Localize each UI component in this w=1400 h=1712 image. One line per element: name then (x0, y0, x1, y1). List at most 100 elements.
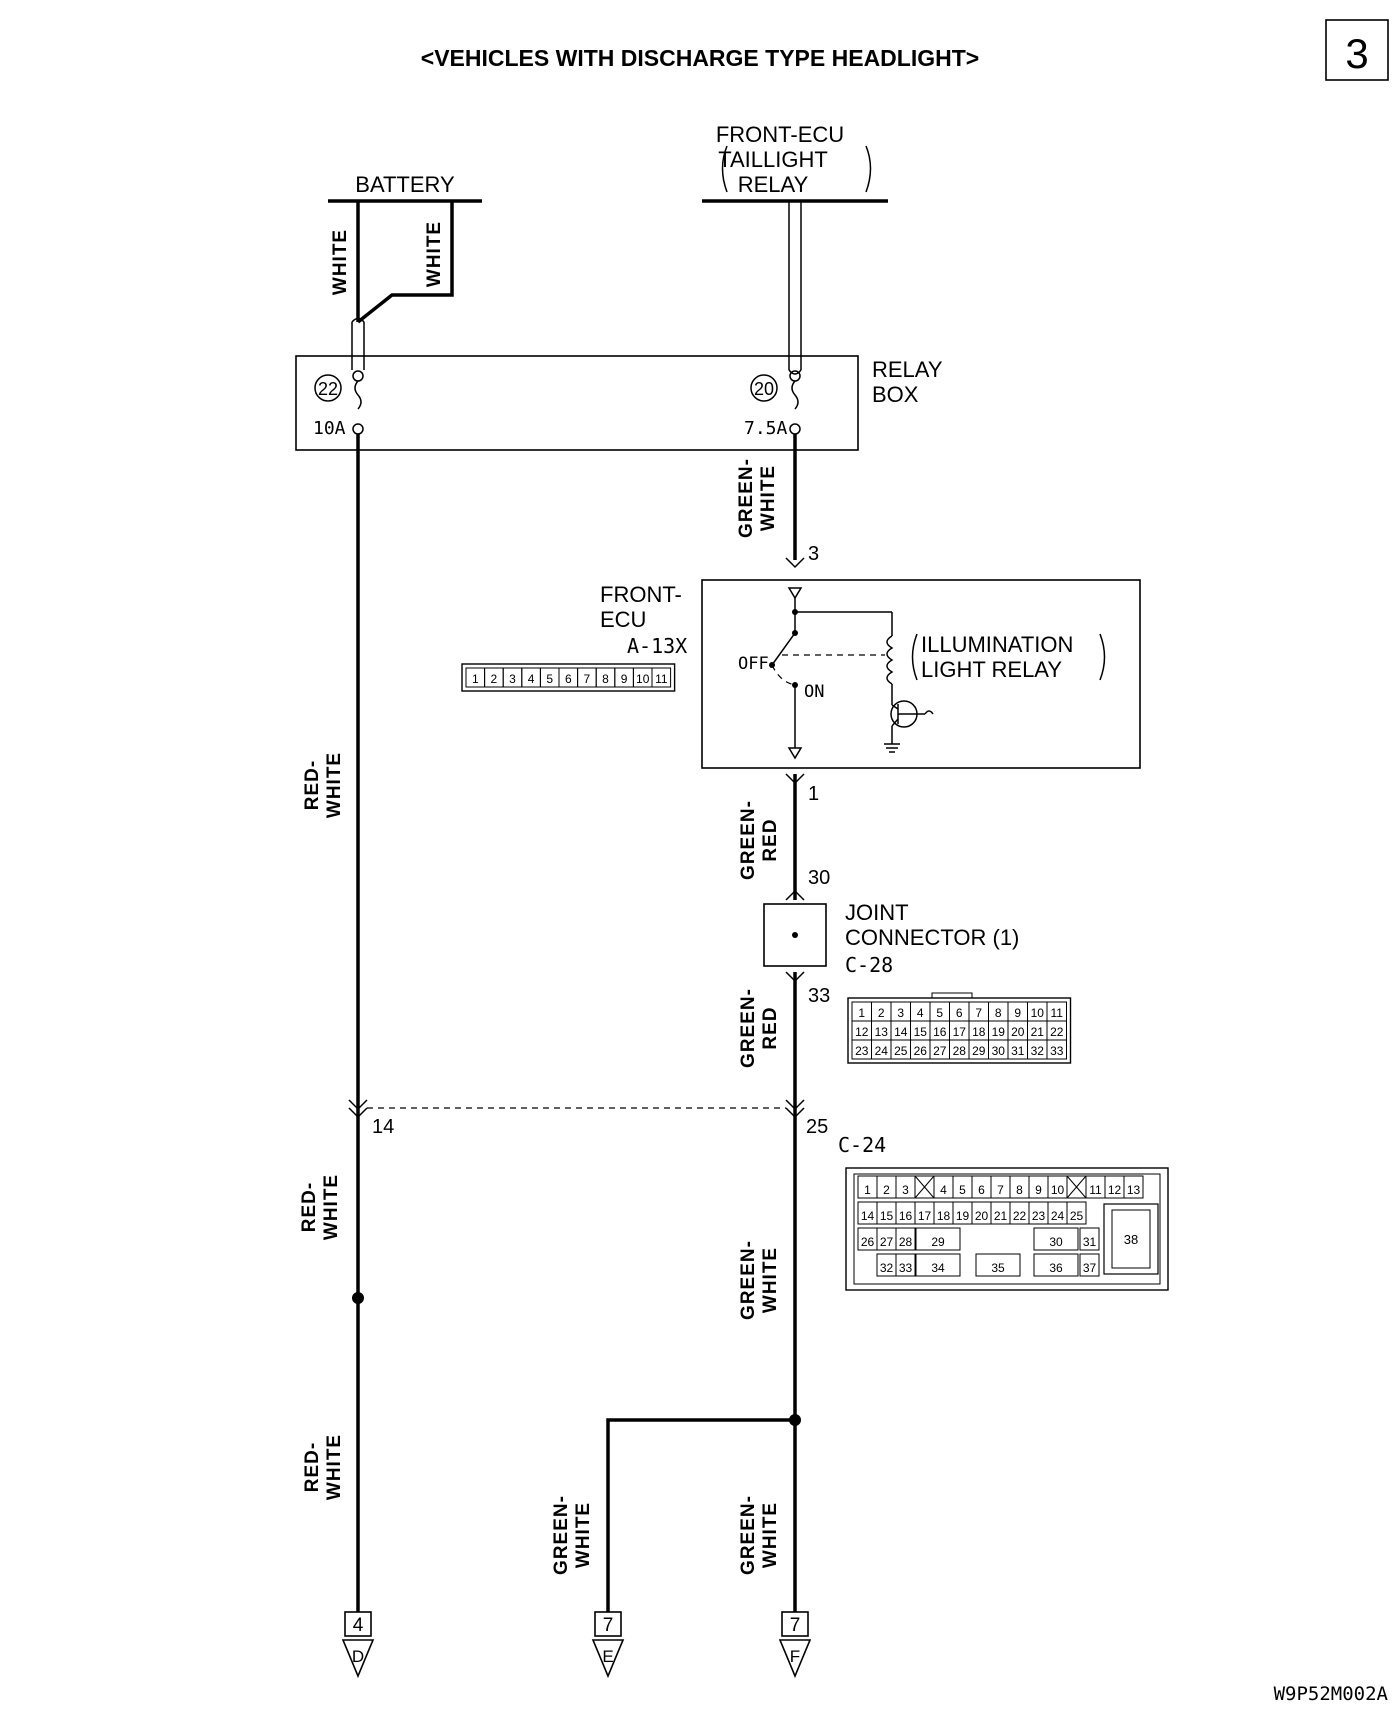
c24-pin-25: 25 (1070, 1209, 1084, 1223)
wire-color-red-white-1b: WHITE (324, 752, 345, 818)
c28-pin-24: 24 (875, 1044, 889, 1058)
green-white-branch-wire (606, 1418, 795, 1612)
c28-pin-5: 5 (936, 1006, 943, 1020)
ecu-input-arrow (787, 587, 803, 600)
fuse-20-number-circle (750, 374, 778, 402)
splice-red-white (352, 1292, 364, 1304)
c24-pin-33-cell (895, 1253, 916, 1277)
front-ecu-connector-label: A-13X (627, 634, 687, 658)
fuse-22-symbol (354, 380, 362, 410)
c24-pin-15: 15 (880, 1209, 894, 1223)
c24-pin-30: 30 (1049, 1235, 1063, 1249)
ecu-output-arrow (787, 747, 803, 760)
c24-pin-14: 14 (372, 1116, 394, 1138)
wire-color-green-white-4a: GREEN- (738, 1495, 759, 1575)
wire-color-white-b: WHITE (424, 221, 445, 287)
joint-pin-33: 33 (808, 985, 830, 1007)
page-number: 3 (1345, 30, 1368, 77)
c28-pin-30: 30 (992, 1044, 1006, 1058)
wire-color-green-white-3b: WHITE (573, 1502, 594, 1568)
front-ecu-box (701, 579, 1141, 769)
wire-color-green-red-2b: RED (760, 1006, 781, 1049)
terminal-f-letter: F (790, 1647, 800, 1666)
c24-pin-8: 8 (1016, 1183, 1023, 1197)
c28-pin-23: 23 (855, 1044, 869, 1058)
joint-pin-30: 30 (808, 867, 830, 889)
c28-pin-27: 27 (933, 1044, 947, 1058)
c28-pin-21: 21 (1031, 1025, 1045, 1039)
terminal-e-number: 7 (603, 1615, 614, 1636)
c24-pin-19: 19 (956, 1209, 970, 1223)
c24-pin-1: 1 (864, 1183, 871, 1197)
a13x-pin-3: 3 (509, 672, 516, 686)
terminal-d-letter: D (352, 1647, 364, 1666)
battery-label: BATTERY (355, 172, 455, 197)
c28-pin-20: 20 (1011, 1025, 1025, 1039)
footer-code: W9P52M002A (1274, 1683, 1389, 1705)
c24-pin-29: 29 (931, 1235, 945, 1249)
c28-pin-14: 14 (894, 1025, 908, 1039)
c24-pin-4: 4 (940, 1183, 947, 1197)
wire-color-green-white-2b: WHITE (760, 1247, 781, 1313)
wire-color-red-white-1a: RED- (302, 760, 323, 810)
c28-pin-18: 18 (972, 1025, 986, 1039)
front-ecu-label-2: ECU (600, 607, 646, 632)
terminal-f: 7 F (778, 1611, 812, 1679)
c24-pin-31-cell (1079, 1227, 1100, 1251)
c24-pin-33: 33 (899, 1261, 913, 1275)
c24-pin-5: 5 (959, 1183, 966, 1197)
wire-color-green-white-2a: GREEN- (738, 1240, 759, 1320)
joint-connector-label-2: CONNECTOR (1) (845, 925, 1019, 950)
wire-color-green-white-1b: WHITE (758, 465, 779, 531)
c24-pin-36-cell (1033, 1253, 1079, 1277)
switch-off-label: OFF (738, 654, 769, 674)
relay-box (295, 355, 859, 451)
c24-pin-7: 7 (997, 1183, 1004, 1197)
fuse-22-bottom (352, 423, 364, 435)
c28-pin-10: 10 (1031, 1006, 1045, 1020)
switch-on-label: ON (804, 682, 824, 702)
c24-pin-27: 27 (880, 1235, 894, 1249)
c28-pin-11: 11 (1051, 1006, 1064, 1020)
c24-pin-3: 3 (902, 1183, 909, 1197)
c24-pin-32: 32 (880, 1261, 894, 1275)
wire-color-green-white-4b: WHITE (760, 1502, 781, 1568)
c24-pin-37: 37 (1083, 1261, 1097, 1275)
c28-pin-32: 32 (1031, 1044, 1045, 1058)
a13x-pin-8: 8 (602, 672, 609, 686)
terminal-e: 7 E (591, 1611, 625, 1679)
joint-connector-label-1: JOINT (845, 900, 909, 925)
c24-pin-21: 21 (994, 1209, 1008, 1223)
c24-pin-35-cell (975, 1253, 1021, 1277)
c28-pin-31: 31 (1011, 1044, 1025, 1058)
wire-color-red-white-2a: RED- (299, 1182, 320, 1232)
c24-pin-22: 22 (1013, 1209, 1027, 1223)
c24-pin-29-cell (915, 1227, 961, 1251)
a13x-pin-11-cell (651, 667, 672, 688)
taillight-relay-label-1: FRONT-ECU (716, 122, 844, 147)
c24-pin-13-cell (1123, 1175, 1144, 1199)
terminal-d: 4 D (341, 1611, 375, 1679)
c24-pin-11: 11 (1089, 1183, 1102, 1197)
c28-pin-2: 2 (878, 1006, 885, 1020)
paren-right (865, 145, 872, 193)
c24-label: C-24 (838, 1133, 886, 1157)
c24-pin-12: 12 (1108, 1183, 1122, 1197)
c24-pin-28-cell (895, 1227, 916, 1251)
c28-pin-15: 15 (914, 1025, 928, 1039)
a13x-pin-7: 7 (584, 672, 591, 686)
c24-pin-37-cell (1079, 1253, 1100, 1277)
c28-pin-13: 13 (875, 1025, 889, 1039)
fuse-22-number-circle (314, 374, 342, 402)
c24-pin-36: 36 (1049, 1261, 1063, 1275)
front-ecu-pin-1: 1 (808, 783, 819, 805)
wire-color-green-red-1a: GREEN- (738, 800, 759, 880)
c24-pin-2: 2 (883, 1183, 890, 1197)
c24-pin-10: 10 (1051, 1183, 1065, 1197)
wire-color-red-white-2b: WHITE (321, 1174, 342, 1240)
fuse-22-number: 22 (318, 379, 338, 399)
a13x-pin-10: 10 (636, 672, 650, 686)
wire-color-green-white-1a: GREEN- (736, 458, 757, 538)
